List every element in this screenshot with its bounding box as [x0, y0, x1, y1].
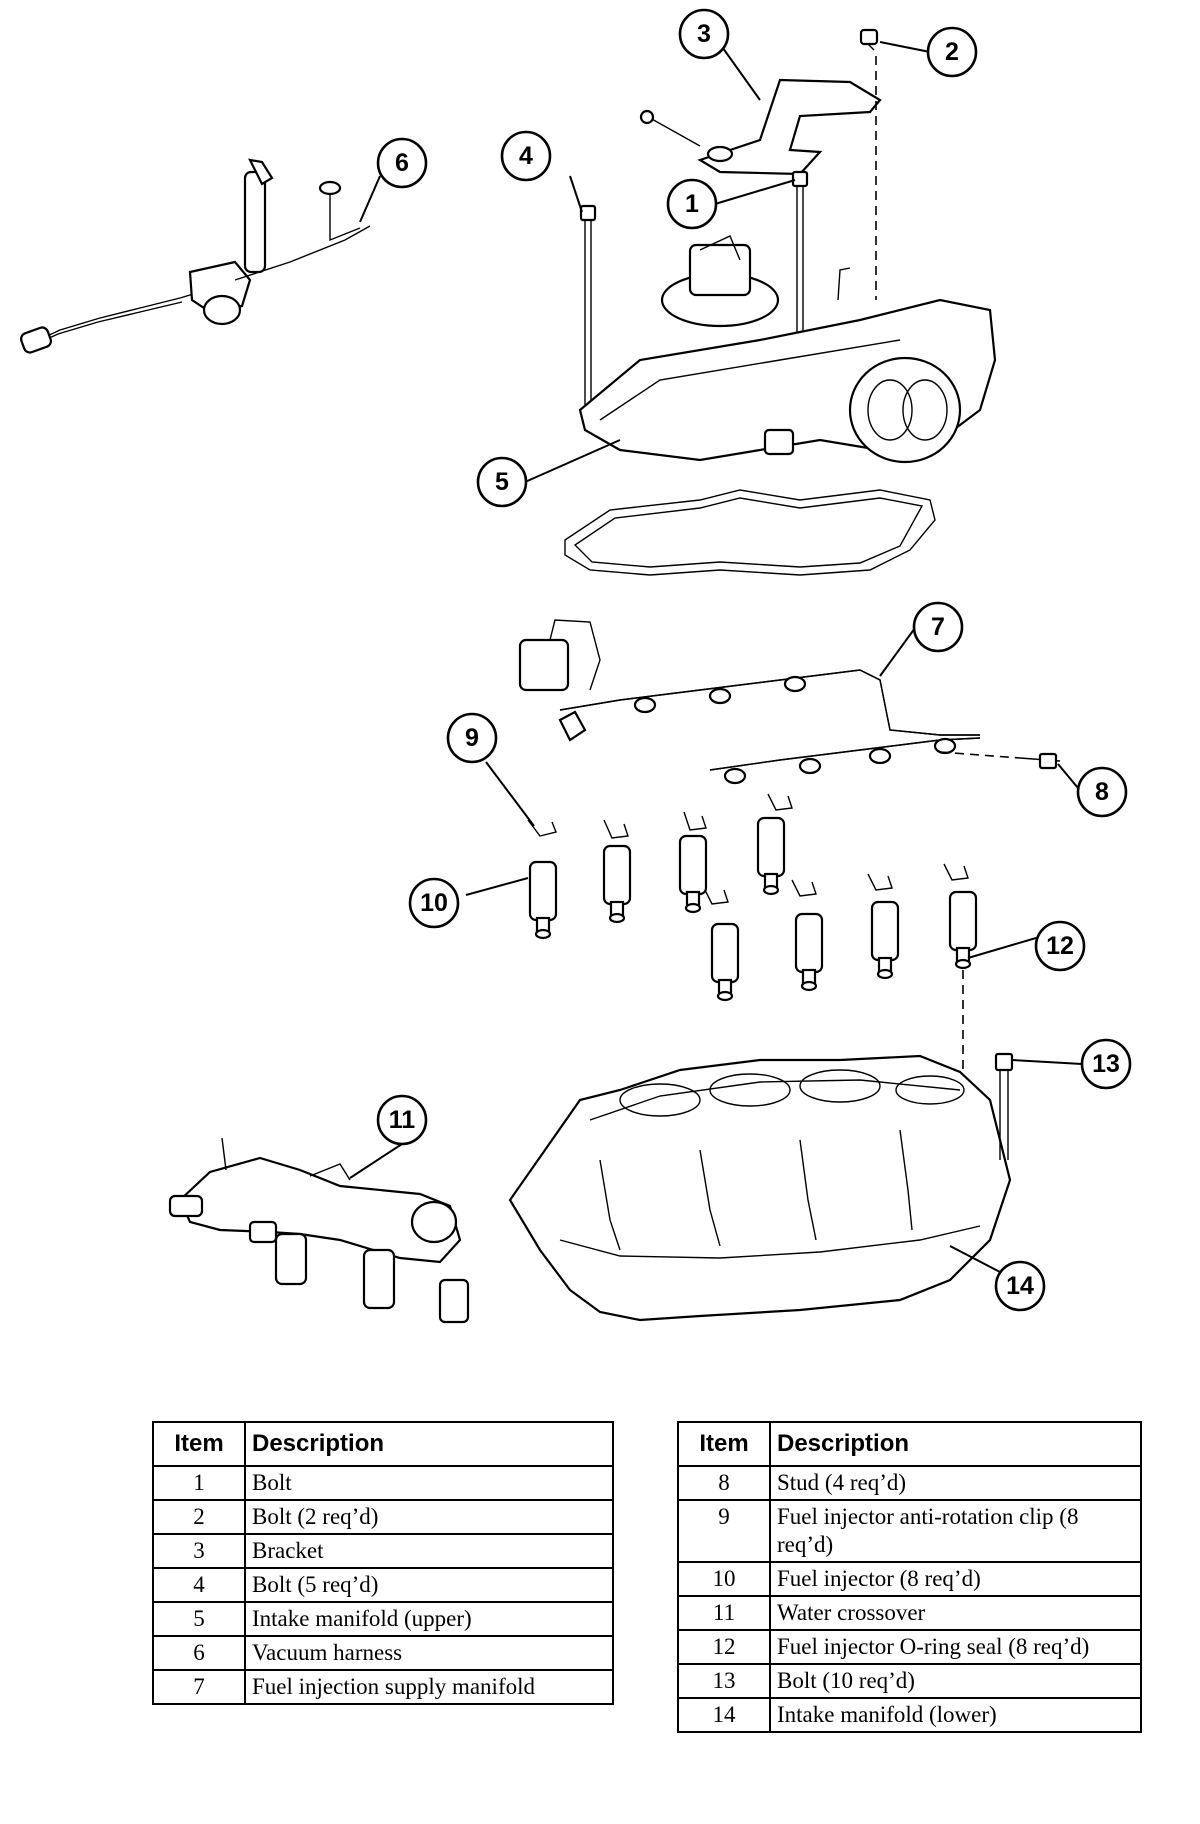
callout-label: 3	[697, 20, 711, 48]
bolts-upper-drawing	[579, 56, 877, 410]
item-number: 7	[152, 1669, 246, 1705]
table-row: 8 Stud (4 req’d)	[677, 1465, 1142, 1501]
item-number: 5	[152, 1601, 246, 1637]
water-crossover-drawing	[168, 1137, 470, 1324]
item-description: Bolt	[244, 1465, 614, 1501]
item-description: Fuel injection supply manifold	[244, 1669, 614, 1705]
callout-13: 13	[1080, 1038, 1132, 1090]
header-item: Item	[152, 1421, 246, 1467]
anti-rotation-clips-drawing	[527, 793, 969, 905]
table-row: 7 Fuel injection supply manifold	[152, 1669, 614, 1705]
header-item: Item	[677, 1421, 771, 1467]
item-description: Fuel injector O-ring seal (8 req’d)	[769, 1629, 1142, 1665]
item-number: 12	[677, 1629, 771, 1665]
leader-lines	[349, 41, 1083, 1273]
header-description: Description	[244, 1421, 614, 1467]
table-row: 12 Fuel injector O-ring seal (8 req’d)	[677, 1629, 1142, 1665]
item-number: 10	[677, 1561, 771, 1597]
table-row: 6 Vacuum harness	[152, 1635, 614, 1671]
callout-11: 11	[376, 1094, 428, 1146]
table-row: 14 Intake manifold (lower)	[677, 1697, 1142, 1733]
vacuum-harness-drawing	[20, 158, 371, 354]
table-row: 2 Bolt (2 req’d)	[152, 1499, 614, 1535]
callout-5: 5	[476, 456, 528, 508]
callout-7: 7	[912, 601, 964, 653]
callout-label: 12	[1046, 932, 1074, 960]
callout-label: 5	[495, 468, 509, 496]
item-description: Bolt (5 req’d)	[244, 1567, 614, 1603]
table-row: 5 Intake manifold (upper)	[152, 1601, 614, 1637]
item-number: 8	[677, 1465, 771, 1501]
callout-label: 2	[945, 38, 959, 66]
item-description: Intake manifold (lower)	[769, 1697, 1142, 1733]
lower-intake-manifold-drawing	[508, 1052, 1014, 1322]
table-row: 10 Fuel injector (8 req’d)	[677, 1561, 1142, 1597]
item-number: 14	[677, 1697, 771, 1733]
item-number: 3	[152, 1533, 246, 1569]
item-description: Water crossover	[769, 1595, 1142, 1631]
callout-9: 9	[446, 712, 498, 764]
legend-table-right: Item Description 8 Stud (4 req’d) 9 Fuel…	[677, 1421, 1142, 1733]
item-description: Bolt (10 req’d)	[769, 1663, 1142, 1699]
callout-label: 8	[1095, 778, 1109, 806]
item-number: 4	[152, 1567, 246, 1603]
item-description: Stud (4 req’d)	[769, 1465, 1142, 1501]
table-row: 11 Water crossover	[677, 1595, 1142, 1631]
callout-label: 13	[1092, 1050, 1120, 1078]
fuel-injectors-drawing	[528, 816, 978, 1120]
legend-header-row: Item Description	[152, 1421, 614, 1467]
upper-intake-manifold-drawing	[578, 235, 997, 464]
item-number: 1	[152, 1465, 246, 1501]
fuel-rail-drawing	[518, 619, 981, 785]
table-row: 4 Bolt (5 req’d)	[152, 1567, 614, 1603]
callout-14: 14	[994, 1260, 1046, 1312]
callout-label: 6	[395, 149, 409, 177]
bracket-drawing	[639, 28, 882, 176]
callout-1: 1	[666, 178, 718, 230]
legend-table-left: Item Description 1 Bolt 2 Bolt (2 req’d)…	[152, 1421, 614, 1705]
item-number: 13	[677, 1663, 771, 1699]
manifold-gasket-drawing	[564, 489, 936, 576]
callout-8: 8	[1076, 766, 1128, 818]
callout-label: 9	[465, 724, 479, 752]
legend-header-row: Item Description	[677, 1421, 1142, 1467]
callout-label: 11	[389, 1106, 416, 1134]
callout-3: 3	[678, 8, 730, 60]
item-description: Fuel injector anti-rotation clip (8 req’…	[769, 1499, 1142, 1563]
item-number: 11	[677, 1595, 771, 1631]
item-description: Fuel injector (8 req’d)	[769, 1561, 1142, 1597]
table-row: 13 Bolt (10 req’d)	[677, 1663, 1142, 1699]
item-description: Intake manifold (upper)	[244, 1601, 614, 1637]
item-number: 6	[152, 1635, 246, 1671]
table-row: 3 Bracket	[152, 1533, 614, 1569]
callout-label: 1	[685, 190, 699, 218]
table-row: 1 Bolt	[152, 1465, 614, 1501]
item-description: Bracket	[244, 1533, 614, 1569]
item-number: 9	[677, 1499, 771, 1563]
item-description: Vacuum harness	[244, 1635, 614, 1671]
header-description: Description	[769, 1421, 1142, 1467]
callout-4: 4	[500, 130, 552, 182]
table-row: 9 Fuel injector anti-rotation clip (8 re…	[677, 1499, 1142, 1563]
callout-12: 12	[1034, 920, 1086, 972]
callout-label: 7	[931, 613, 945, 641]
item-number: 2	[152, 1499, 246, 1535]
exploded-parts-diagram: 1 2 3 4 5 6 7 8 9 10 11 12 13 14	[20, 8, 1132, 1324]
callout-2: 2	[926, 26, 978, 78]
callout-label: 14	[1006, 1272, 1034, 1300]
item-description: Bolt (2 req’d)	[244, 1499, 614, 1535]
callout-10: 10	[408, 877, 460, 929]
callout-6: 6	[376, 137, 428, 189]
callout-label: 4	[519, 142, 533, 170]
callout-label: 10	[420, 889, 448, 917]
stud-drawing	[939, 751, 1061, 770]
